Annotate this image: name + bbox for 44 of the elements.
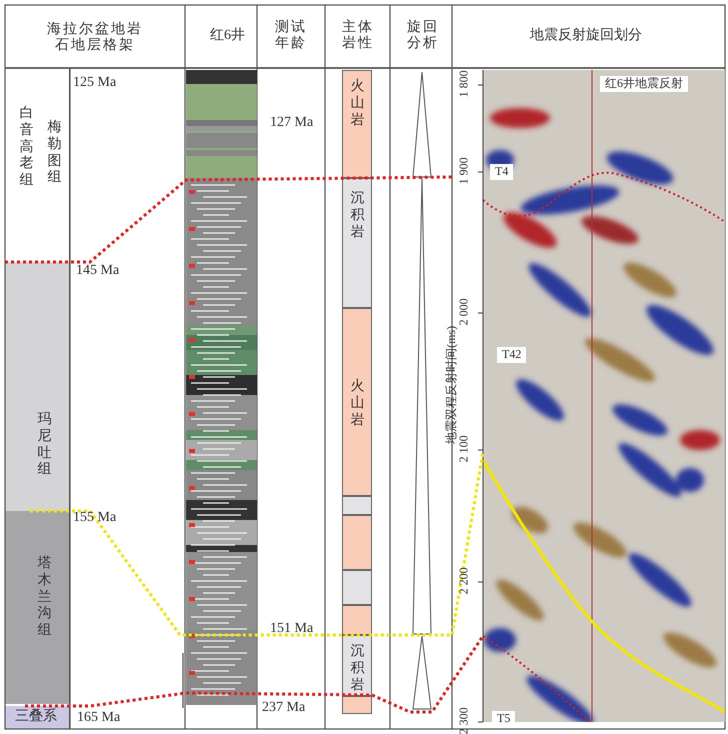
lithology-box bbox=[342, 635, 372, 696]
column-header: 地震反射旋回划分 bbox=[530, 28, 642, 44]
axis-tick-label: 2 100 bbox=[458, 435, 472, 462]
column-header: 主体岩性 bbox=[342, 20, 374, 52]
lithology-name: 火山岩 bbox=[350, 79, 365, 130]
column-header: 海拉尔盆地岩石地层格架 bbox=[46, 22, 144, 54]
axis-tick-label: 1 800 bbox=[458, 70, 472, 98]
formation-name: 三叠系 bbox=[15, 709, 57, 726]
column-header: 旋回分析 bbox=[407, 20, 439, 52]
lithology-box bbox=[342, 570, 372, 605]
column-header: 测试年龄 bbox=[275, 20, 307, 52]
lithology-box bbox=[342, 696, 372, 714]
lithology-box bbox=[342, 70, 372, 178]
age-label: 125 Ma bbox=[73, 75, 116, 92]
formation-box bbox=[5, 511, 70, 704]
age-label: 155 Ma bbox=[73, 510, 116, 526]
axis-title: 地震双程反射时间(ms) bbox=[445, 326, 459, 444]
formation-name: 玛尼吐组 bbox=[37, 412, 52, 480]
seismic-label: 红6井地震反射 bbox=[600, 76, 688, 92]
lithology-box bbox=[342, 308, 372, 496]
lithology-name: 火山岩 bbox=[350, 379, 365, 430]
age-label: 145 Ma bbox=[76, 263, 120, 280]
age-label: 237 Ma bbox=[262, 700, 306, 716]
column-header: 红6井 bbox=[210, 28, 245, 44]
age-label: 165 Ma bbox=[77, 710, 120, 726]
horizon-label: T42 bbox=[497, 347, 526, 363]
axis-tick-label: 2 300 bbox=[458, 707, 472, 734]
formation-name: 白音高老组 bbox=[19, 106, 34, 190]
lithology-name: 沉积岩 bbox=[350, 644, 365, 694]
lithology-name: 沉积岩 bbox=[350, 191, 365, 242]
formation-box bbox=[5, 706, 70, 729]
lithology-box bbox=[342, 515, 372, 570]
age-label: 127 Ma bbox=[270, 115, 314, 132]
lithology-box bbox=[342, 178, 372, 308]
horizon-label: T4 bbox=[490, 164, 514, 180]
lithology-box bbox=[342, 605, 372, 635]
formation-box bbox=[5, 262, 70, 511]
formation-name: 塔木兰沟组 bbox=[37, 556, 52, 640]
lithology-box bbox=[342, 496, 372, 515]
axis-tick-label: 2 000 bbox=[458, 298, 472, 326]
axis-tick-label: 1 900 bbox=[458, 157, 472, 184]
formation-name: 梅勒图组 bbox=[47, 120, 62, 188]
age-label: 151 Ma bbox=[270, 621, 314, 638]
axis-tick-label: 2 200 bbox=[458, 567, 472, 594]
